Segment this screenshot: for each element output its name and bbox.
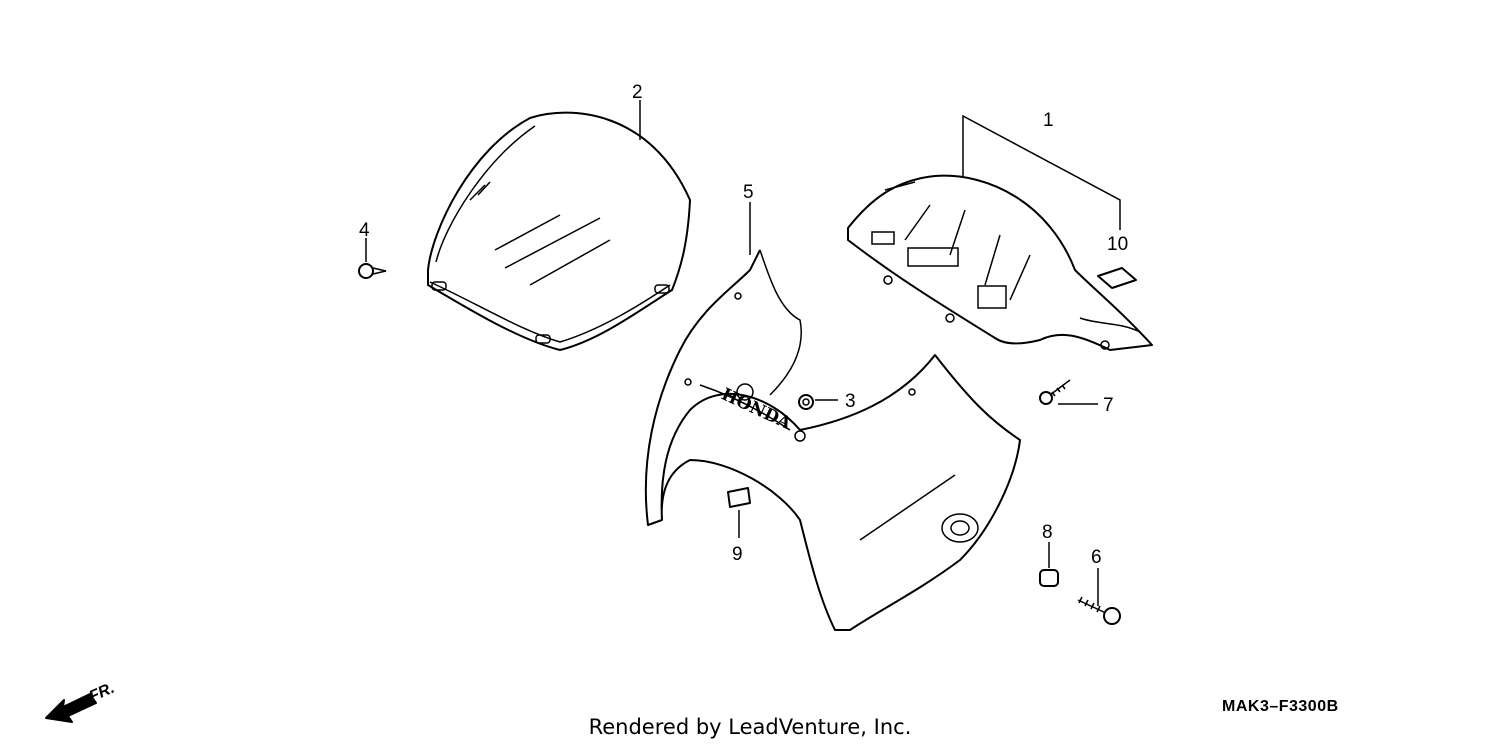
callout-7: 7 [1103,395,1114,416]
meter-panel-cover[interactable] [847,174,1153,351]
fr-label: FR. [87,680,117,706]
callout-4: 4 [359,220,370,241]
bolt-6[interactable] [1077,596,1121,625]
clip-4[interactable] [358,263,387,279]
collar-8[interactable] [1039,569,1059,587]
leader-lines [365,100,1121,606]
pad-9[interactable] [727,487,751,508]
callout-5: 5 [743,182,754,203]
callout-10: 10 [1107,234,1128,255]
reference-code: MAK3–F3300B [1222,698,1339,715]
grommet-3[interactable] [798,394,814,410]
footer-credit: Rendered by LeadVenture, Inc. [588,715,912,739]
callout-6: 6 [1091,547,1102,568]
windscreen[interactable] [427,111,691,351]
callout-9: 9 [732,544,743,565]
callout-1: 1 [1043,110,1054,131]
callout-2: 2 [632,82,643,103]
plate-10[interactable] [1097,267,1137,289]
callout-3: 3 [845,391,856,412]
callout-8: 8 [1042,522,1053,543]
bolt-7[interactable] [1039,379,1071,405]
